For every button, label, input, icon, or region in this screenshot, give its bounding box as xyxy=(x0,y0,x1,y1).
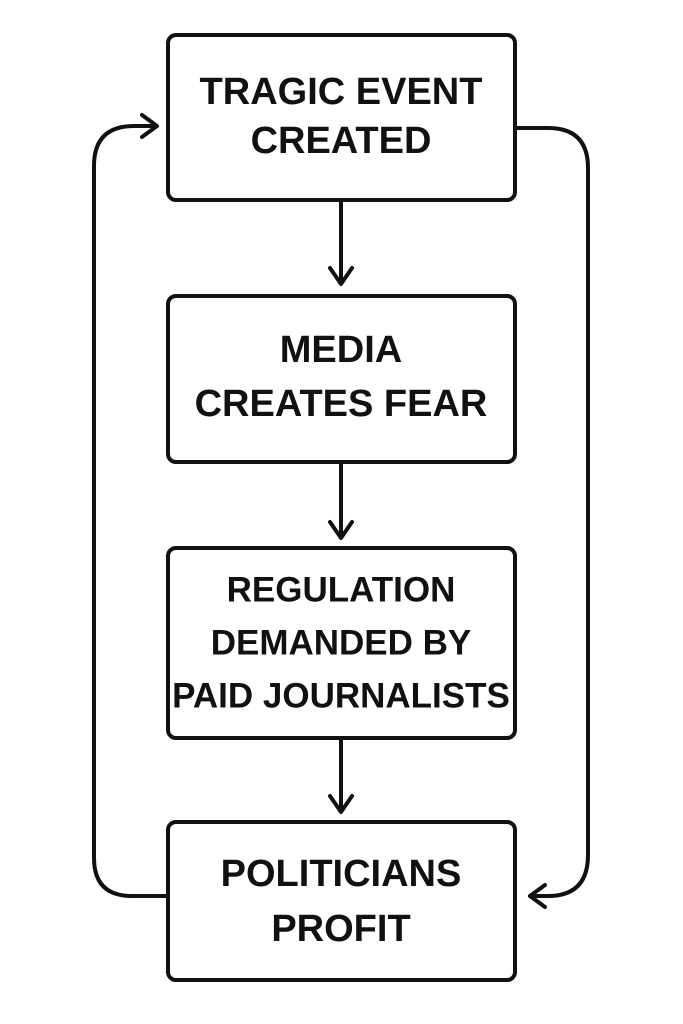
node-box xyxy=(166,820,517,982)
node-box xyxy=(166,546,517,740)
node-text-line: MEDIA xyxy=(280,329,402,371)
node-politicians: POLITICIANS PROFIT xyxy=(166,820,517,982)
edges xyxy=(92,113,590,909)
node-text-line: PROFIT xyxy=(271,908,410,950)
edge-tragic-to-politicians-right-loop xyxy=(513,126,590,898)
arrowhead-tragic-to-media xyxy=(328,266,354,286)
node-tragic-event: TRAGIC EVENT CREATED xyxy=(166,33,517,202)
node-text-line: POLITICIANS xyxy=(221,853,462,895)
node-text-line: PAID JOURNALISTS xyxy=(172,676,510,715)
node-text-line: DEMANDED BY xyxy=(211,623,472,662)
node-regulation: REGULATION DEMANDED BY PAID JOURNALISTS xyxy=(166,546,517,740)
arrowhead-media-to-regulation xyxy=(328,520,354,540)
node-text-line: CREATED xyxy=(251,120,432,162)
node-box xyxy=(166,33,517,202)
node-text-line: REGULATION xyxy=(227,570,456,609)
node-box xyxy=(166,294,517,464)
arrowhead-right-loop xyxy=(528,883,547,909)
arrowhead-left-loop xyxy=(140,113,159,139)
node-media-fear: MEDIA CREATES FEAR xyxy=(166,294,517,464)
node-text-line: CREATES FEAR xyxy=(195,383,488,425)
edge-politicians-to-tragic-left-loop xyxy=(92,124,170,898)
node-text-line: TRAGIC EVENT xyxy=(200,71,483,113)
arrowhead-regulation-to-politicians xyxy=(328,794,354,814)
